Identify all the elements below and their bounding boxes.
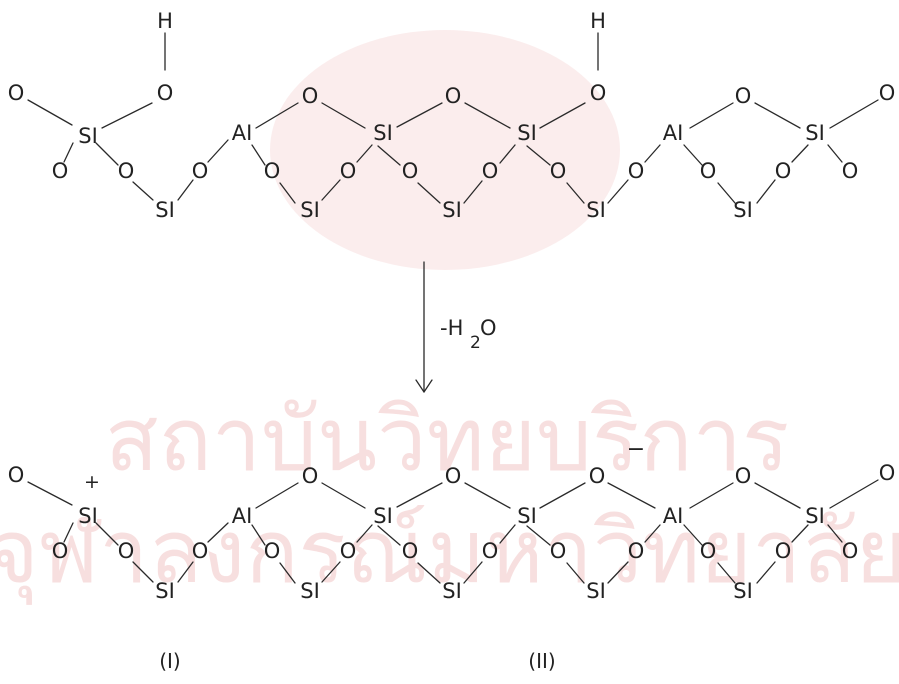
arrow-head-right [423, 379, 433, 393]
bottom-atom-si4: SI [805, 504, 825, 528]
bottom-charge-minus: − [627, 437, 645, 462]
bottom-atom-o-g: O [482, 539, 499, 563]
top-atom-o-h2: O [590, 81, 607, 105]
structure-labels: (I) (II) [159, 649, 555, 673]
bottom-atom-o-t1: O [302, 464, 319, 488]
bottom-atom-si3: SI [517, 504, 537, 528]
bottom-atom-o-e: O [340, 539, 357, 563]
top-bonds [27, 32, 879, 204]
top-atom-o-j: O [700, 159, 717, 183]
top-atom-o-b: O [118, 159, 135, 183]
bottom-atom-o-h: O [550, 539, 567, 563]
bottom-atom-si1: SI [78, 504, 98, 528]
bottom-atoms: O + SI O O SI O AI O SI O O SI O SI O O … [8, 437, 896, 603]
top-atom-si-b2: SI [300, 198, 320, 222]
bottom-atom-o-right: O [879, 461, 896, 485]
top-atom-si-b4: SI [586, 198, 606, 222]
bottom-atom-al1: AI [232, 504, 253, 528]
bottom-atom-si-b1: SI [155, 579, 175, 603]
label-structure-i: (I) [159, 649, 181, 673]
top-atom-si1: SI [78, 124, 98, 148]
arrow-label-sub: 2 [470, 333, 481, 353]
watermark: สถาบันวิทยบริการ จุฬาลงกรณ์มหาวิทยาลัย [0, 30, 899, 605]
top-atom-o-k: O [775, 159, 792, 183]
top-atom-o-left: O [8, 81, 25, 105]
bottom-atom-o-i: O [628, 539, 645, 563]
watermark-line-1: สถาบันวิทยบริการ [105, 388, 790, 491]
arrow-label-main: -H [440, 316, 463, 340]
bottom-atom-o-t4: O [735, 464, 752, 488]
top-atom-si4: SI [805, 121, 825, 145]
bottom-atom-o-left: O [8, 463, 25, 487]
top-atom-o-g: O [482, 159, 499, 183]
top-atom-o-a: O [52, 159, 69, 183]
top-atom-si-b3: SI [442, 198, 462, 222]
bottom-bonds [27, 479, 879, 584]
top-atom-o-right-2: O [842, 159, 859, 183]
bottom-atom-si-b2: SI [300, 579, 320, 603]
arrow-head-left [415, 379, 425, 393]
top-atom-si2: SI [373, 121, 393, 145]
top-atom-o-t3: O [735, 84, 752, 108]
top-atom-o-t2: O [445, 84, 462, 108]
reaction-arrow: -H 2 O [415, 261, 497, 393]
top-atom-si-b1: SI [155, 198, 175, 222]
bottom-atom-o-d: O [264, 539, 281, 563]
bottom-atom-o-t3: O [589, 464, 606, 488]
top-atom-h2: H [590, 9, 606, 33]
bottom-charge-plus: + [84, 471, 100, 493]
top-atom-h1: H [157, 9, 173, 33]
top-structure: H O H O O SI O O SI O AI O SI O O SI O S… [8, 9, 896, 222]
top-atom-si3: SI [517, 121, 537, 145]
watermark-line-2: จุฬาลงกรณ์มหาวิทยาลัย [0, 500, 899, 605]
bottom-atom-o-right-2: O [842, 539, 859, 563]
bottom-atom-si2: SI [373, 504, 393, 528]
top-atom-o-right: O [879, 81, 896, 105]
bottom-atom-o-f: O [402, 539, 419, 563]
top-atom-o-e: O [340, 159, 357, 183]
bottom-atom-si-b3: SI [442, 579, 462, 603]
bottom-atom-o-t2: O [445, 464, 462, 488]
label-structure-ii: (II) [528, 649, 555, 673]
arrow-label-tail: O [480, 316, 497, 340]
bottom-atom-si-b4: SI [586, 579, 606, 603]
top-atoms: H O H O O SI O O SI O AI O SI O O SI O S… [8, 9, 896, 222]
bottom-atom-o-a: O [52, 539, 69, 563]
top-atom-al1: AI [232, 121, 253, 145]
bottom-atom-al2: AI [663, 504, 684, 528]
bottom-atom-o-j: O [700, 539, 717, 563]
top-atom-o-c: O [192, 159, 209, 183]
top-atom-o-h: O [550, 159, 567, 183]
bottom-structure: O + SI O O SI O AI O SI O O SI O SI O O … [8, 437, 896, 603]
top-atom-o-t1: O [302, 84, 319, 108]
top-atom-o-f: O [402, 159, 419, 183]
top-atom-o-d: O [264, 159, 281, 183]
top-atom-al2: AI [663, 121, 684, 145]
top-atom-si-b5: SI [733, 198, 753, 222]
top-atom-o-h1: O [157, 81, 174, 105]
bottom-atom-o-b: O [118, 539, 135, 563]
watermark-seal [270, 30, 620, 270]
bottom-atom-o-c: O [192, 539, 209, 563]
top-atom-o-i: O [628, 159, 645, 183]
bottom-atom-o-k: O [775, 539, 792, 563]
bottom-atom-si-b5: SI [733, 579, 753, 603]
